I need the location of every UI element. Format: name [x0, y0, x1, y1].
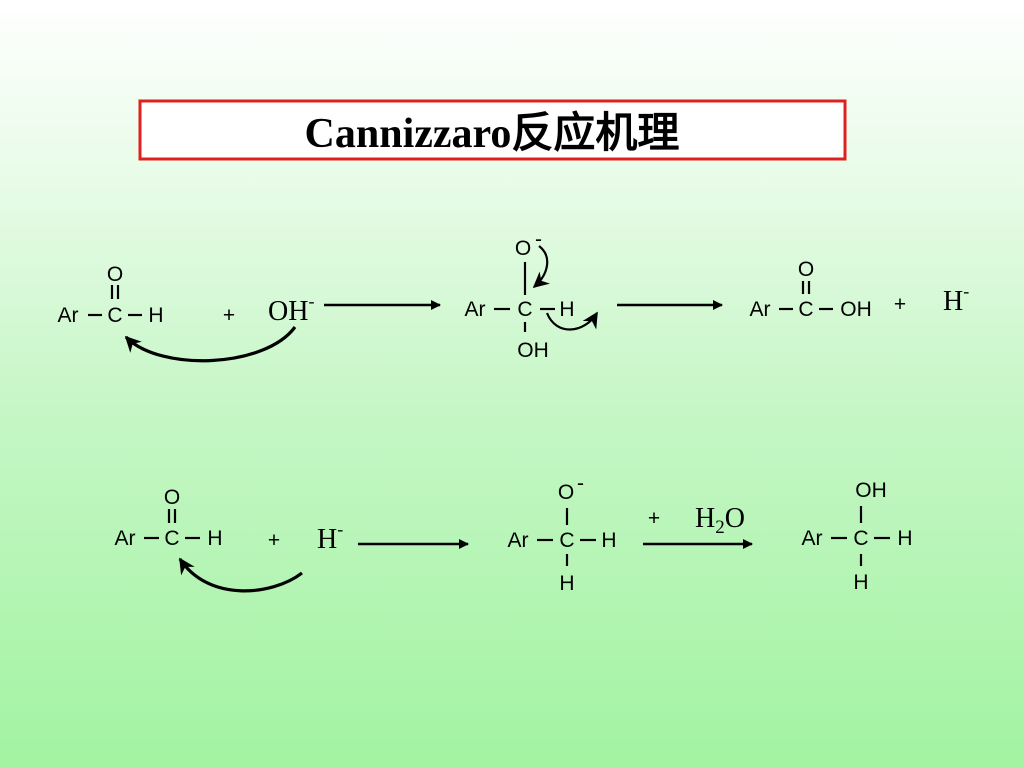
- title-border: [138, 99, 847, 161]
- hydrogen-label: H: [853, 571, 868, 594]
- oxygen-label: O: [164, 486, 180, 509]
- ar-label: Ar: [802, 527, 823, 550]
- hydroxyl-label: OH: [855, 479, 887, 502]
- carbon-label: C: [853, 527, 868, 550]
- plus-sign: +: [223, 304, 235, 327]
- charge-minus: -: [535, 228, 542, 251]
- hydride-label: H: [943, 286, 963, 317]
- hydrogen-label: H: [897, 527, 912, 550]
- curved-arrow-icon: [178, 557, 303, 593]
- curved-arrow-icon: [124, 326, 297, 363]
- plus-sign: +: [894, 293, 906, 316]
- ar-label: Ar: [508, 529, 529, 552]
- hydrogen-label: H: [559, 298, 574, 321]
- carbon-label: C: [559, 529, 574, 552]
- hydrogen-label: H: [559, 572, 574, 595]
- oxygen-label: O: [558, 481, 574, 504]
- water-subscript: 2: [715, 517, 725, 538]
- row1-aldehyde: Ar C H O: [58, 263, 164, 327]
- row2-aldehyde: Ar C H O: [115, 486, 223, 550]
- carbon-label: C: [517, 298, 532, 321]
- carbon-label: C: [164, 527, 179, 550]
- water-molecule: H2O: [695, 503, 745, 538]
- row1-carboxylic-acid: Ar C OH O: [750, 258, 872, 321]
- hydrogen-label: H: [207, 527, 222, 550]
- hydride-formula: H-: [317, 519, 343, 555]
- hydroxide-ion: OH-: [268, 291, 314, 327]
- row2-alkoxide: Ar C H O - H: [508, 472, 617, 595]
- charge-minus: -: [337, 519, 343, 539]
- plus-sign: +: [648, 507, 660, 530]
- oxygen-label: O: [515, 237, 531, 260]
- hydride-formula: H-: [943, 281, 969, 317]
- water-o-label: O: [725, 503, 745, 534]
- charge-minus: -: [577, 472, 584, 495]
- curved-arrow-icon: [532, 245, 551, 289]
- oxygen-label: O: [798, 258, 814, 281]
- water-formula: H2O: [695, 503, 745, 538]
- hydrogen-label: H: [148, 304, 163, 327]
- ar-label: Ar: [465, 298, 486, 321]
- oxygen-label: O: [107, 263, 123, 286]
- hydroxyl-label: OH: [517, 339, 549, 362]
- row1-tetrahedral-intermediate: Ar C H O - OH: [465, 228, 575, 362]
- page-title: Cannizzaro反应机理: [305, 110, 680, 157]
- hydride-ion: H-: [943, 281, 969, 317]
- carbon-label: C: [107, 304, 122, 327]
- charge-minus: -: [308, 291, 314, 311]
- hydride-ion: H-: [317, 519, 343, 555]
- hydrogen-label: H: [601, 529, 616, 552]
- row2-alcohol: Ar C H OH H: [802, 479, 913, 594]
- ar-label: Ar: [58, 304, 79, 327]
- water-h-label: H: [695, 503, 715, 534]
- hydroxide-formula: OH-: [268, 291, 314, 327]
- hydroxyl-label: OH: [840, 298, 872, 321]
- curved-arrow-icon: [545, 311, 598, 331]
- carbon-label: C: [798, 298, 813, 321]
- ar-label: Ar: [115, 527, 136, 550]
- ar-label: Ar: [750, 298, 771, 321]
- plus-sign: +: [268, 529, 280, 552]
- hydride-label: H: [317, 524, 337, 555]
- charge-minus: -: [963, 281, 969, 301]
- title-box: Cannizzaro反应机理: [138, 99, 847, 161]
- hydroxide-label: OH: [268, 296, 308, 327]
